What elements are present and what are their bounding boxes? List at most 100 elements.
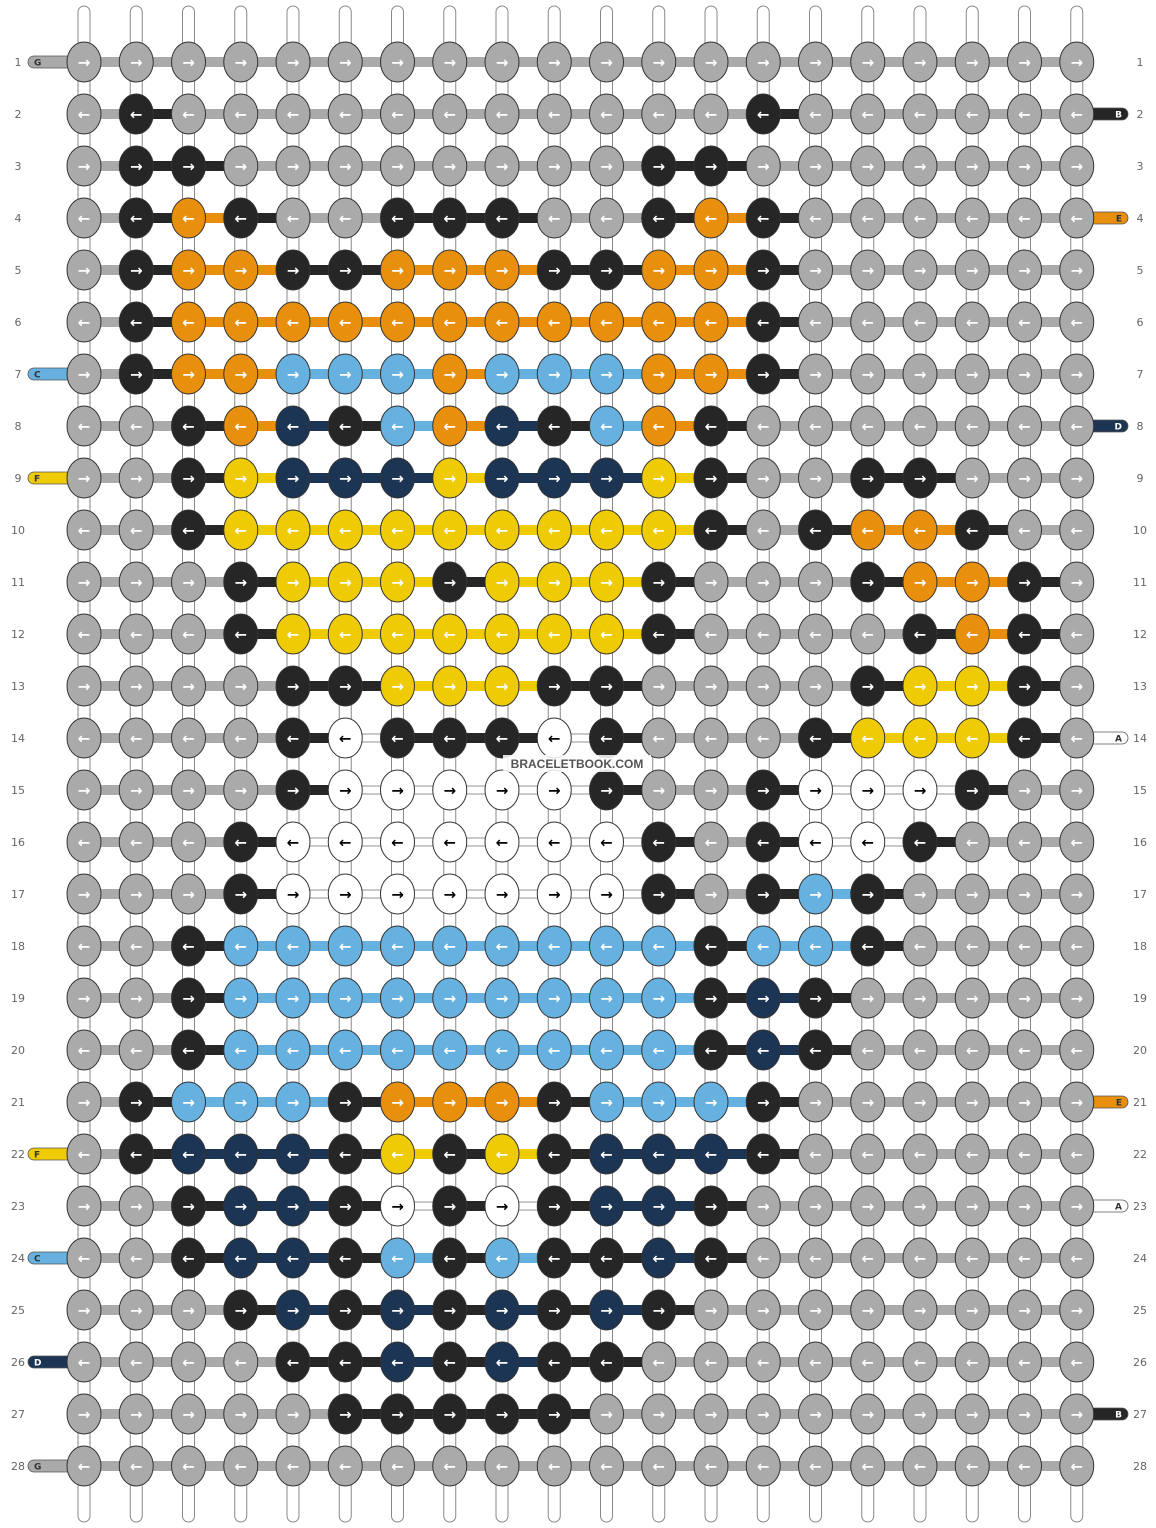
- knot-body: [118, 1133, 154, 1175]
- knot-grey: ←: [118, 925, 154, 967]
- knot-arrow: ←: [339, 626, 352, 644]
- thread-segment: [1024, 1097, 1077, 1107]
- knot-arrow: →: [652, 574, 665, 592]
- knot-body: [798, 1081, 833, 1123]
- thread-segment: [606, 421, 659, 431]
- thread-segment: [397, 577, 450, 587]
- knot-grey: →: [223, 41, 259, 83]
- knot-arrow: →: [757, 54, 770, 72]
- knot-grey: →: [1059, 145, 1095, 187]
- knot-arrow: →: [757, 470, 770, 488]
- thread-segment: [136, 1149, 189, 1159]
- knot-arrow: ←: [182, 1250, 195, 1268]
- knot-body: [432, 93, 468, 135]
- knot-orange: ←: [380, 301, 415, 343]
- knot-grey: ←: [954, 93, 990, 135]
- knot-body: [954, 1341, 990, 1383]
- knot-body: [536, 1133, 572, 1175]
- knot-arrow: →: [78, 990, 91, 1008]
- knot-arrow: →: [496, 158, 509, 176]
- knot-body: [380, 1081, 415, 1123]
- knot-grey: ←: [693, 613, 729, 655]
- thread-segment: [972, 1253, 1025, 1263]
- thread-segment: [84, 161, 137, 171]
- knot-arrow: ←: [339, 1042, 352, 1060]
- thread-segment: [240, 1357, 293, 1367]
- thread-segment: [815, 733, 868, 743]
- knot-arrow: ←: [809, 210, 822, 228]
- knot-arrow: →: [287, 1094, 300, 1112]
- thread-segment: [136, 265, 189, 275]
- thread-segment: [502, 1045, 555, 1055]
- knot-body: [223, 925, 259, 967]
- thread-segment: [920, 1097, 973, 1107]
- knot-body: [118, 1185, 154, 1227]
- knot-grey: ←: [1007, 1133, 1042, 1175]
- knot-black: →: [536, 665, 572, 707]
- knot-arrow: ←: [1018, 1042, 1031, 1060]
- knot-light-blue: ←: [432, 925, 468, 967]
- knot-arrow: →: [287, 366, 300, 384]
- thread-segment: [397, 681, 450, 691]
- knot-grey: →: [1059, 1289, 1095, 1331]
- knot-body: [954, 717, 990, 759]
- knot-body: [589, 1133, 624, 1175]
- knot-grey: ←: [1059, 925, 1095, 967]
- knot-body: [380, 717, 415, 759]
- knot-grey: →: [66, 665, 102, 707]
- knot-arrow: ←: [443, 834, 456, 852]
- knot-body: [223, 1393, 259, 1435]
- knot-body: [118, 561, 154, 603]
- knot-arrow: →: [914, 1198, 927, 1216]
- knot-white: →: [275, 873, 311, 915]
- knot-black: →: [275, 769, 311, 811]
- knot-arrow: ←: [234, 938, 247, 956]
- knot-body: [380, 301, 415, 343]
- knot-arrow: ←: [78, 314, 91, 332]
- knot-body: [223, 1185, 259, 1227]
- thread-segment: [606, 1097, 659, 1107]
- knot-body: [118, 145, 154, 187]
- knot-arrow: →: [234, 366, 247, 384]
- knot-arrow: ←: [339, 106, 352, 124]
- thread-segment: [711, 733, 764, 743]
- knot-grey: ←: [1007, 197, 1042, 239]
- thread-segment: [293, 993, 346, 1003]
- knot-arrow: →: [182, 678, 195, 696]
- knot-body: [1059, 509, 1095, 551]
- knot-arrow: ←: [78, 1042, 91, 1060]
- thread-segment: [84, 1409, 137, 1419]
- knot-grey: →: [902, 1081, 938, 1123]
- knot-grey: ←: [118, 509, 154, 551]
- knot-black: ←: [798, 509, 833, 551]
- knot-arrow: ←: [78, 834, 91, 852]
- knot-arrow: ←: [966, 626, 979, 644]
- knot-body: [1059, 145, 1095, 187]
- thread-segment: [972, 369, 1025, 379]
- knot-body: [954, 1081, 990, 1123]
- knot-grey: →: [118, 977, 154, 1019]
- knot-body: [1059, 457, 1095, 499]
- knot-arrow: →: [496, 1406, 509, 1424]
- knot-body: [536, 1445, 572, 1487]
- knot-arrow: →: [548, 1094, 561, 1112]
- knot-arrow: →: [339, 574, 352, 592]
- knot-black: →: [118, 353, 154, 395]
- knot-body: [954, 457, 990, 499]
- knot-black: ←: [902, 613, 938, 655]
- thread-segment: [972, 993, 1025, 1003]
- thread-segment: [188, 733, 241, 743]
- thread-segment: [867, 681, 920, 691]
- knot-grey: →: [536, 145, 572, 187]
- knot-body: [223, 1029, 259, 1071]
- knot-body: [1007, 1081, 1042, 1123]
- thread-segment: [711, 1357, 764, 1367]
- knot-arrow: →: [914, 1094, 927, 1112]
- knot-arrow: →: [705, 470, 718, 488]
- knot-grey: ←: [850, 1341, 886, 1383]
- knot-body: [589, 145, 624, 187]
- left-strand-letter: G: [34, 59, 41, 69]
- thread-segment: [449, 1045, 502, 1055]
- knot-black: →: [380, 1393, 415, 1435]
- knot-body: [902, 665, 938, 707]
